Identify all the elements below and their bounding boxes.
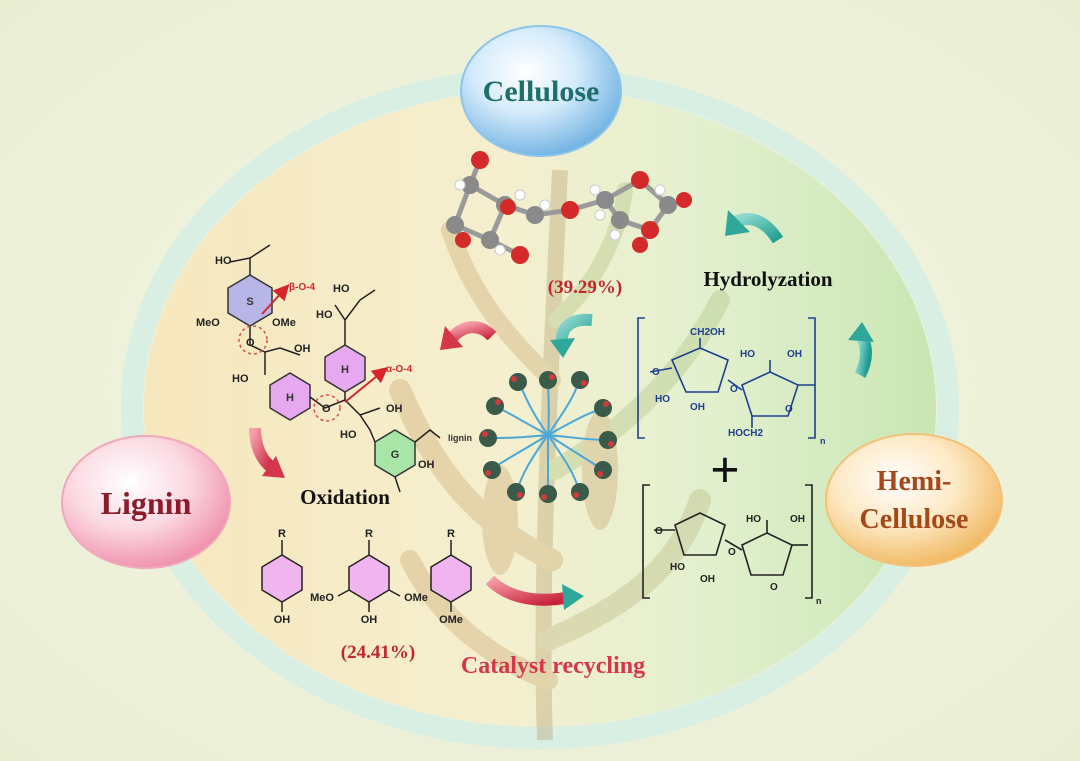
lignin-structure bbox=[227, 244, 441, 493]
teal-arrow-to-cellulose bbox=[550, 313, 593, 358]
main-oval bbox=[144, 90, 936, 726]
svg-text:MeO: MeO bbox=[310, 592, 334, 604]
svg-text:O: O bbox=[246, 337, 255, 349]
svg-text:S: S bbox=[246, 296, 253, 308]
svg-text:OMe: OMe bbox=[404, 592, 428, 604]
svg-text:n: n bbox=[820, 436, 826, 446]
svg-text:R: R bbox=[365, 528, 373, 540]
svg-text:HO: HO bbox=[340, 429, 357, 441]
catalyst-nanoparticle-cluster bbox=[479, 371, 617, 503]
svg-text:OH: OH bbox=[790, 514, 805, 525]
cellulose-bubble: Cellulose bbox=[460, 25, 622, 157]
svg-text:HO: HO bbox=[746, 514, 761, 525]
lignin-label: Lignin bbox=[101, 485, 192, 521]
svg-text:HO: HO bbox=[316, 309, 333, 321]
svg-text:O: O bbox=[728, 547, 736, 558]
hemi-label-line2: Cellulose bbox=[860, 504, 969, 535]
svg-text:OH: OH bbox=[690, 402, 705, 413]
svg-text:OH: OH bbox=[294, 343, 311, 355]
cellulose-label: Cellulose bbox=[483, 75, 600, 108]
svg-text:O: O bbox=[655, 526, 663, 537]
svg-text:OMe: OMe bbox=[439, 614, 463, 626]
svg-text:HO: HO bbox=[655, 394, 670, 405]
catalyst-recycling-label: Catalyst recycling bbox=[461, 653, 645, 679]
svg-text:MeO: MeO bbox=[196, 317, 220, 329]
svg-text:CH2OH: CH2OH bbox=[690, 327, 725, 338]
monomer-structures bbox=[261, 540, 472, 612]
svg-text:OMe: OMe bbox=[272, 317, 296, 329]
svg-text:O: O bbox=[730, 384, 738, 395]
svg-text:OH: OH bbox=[386, 403, 403, 415]
teal-arrow-to-lignin-curve bbox=[440, 321, 497, 350]
svg-text:HO: HO bbox=[333, 283, 350, 295]
svg-text:R: R bbox=[278, 528, 286, 540]
svg-text:OH: OH bbox=[787, 349, 802, 360]
monomer-labels: R OH R OH MeO OMe R OMe bbox=[274, 528, 463, 626]
svg-text:O: O bbox=[652, 367, 660, 378]
svg-text:β-O-4: β-O-4 bbox=[289, 282, 316, 293]
svg-text:HO: HO bbox=[740, 349, 755, 360]
lignin-structure-labels: S H H G β-O-4 α-O-4 lignin HO MeO OMe O … bbox=[196, 255, 472, 471]
svg-text:HOCH2: HOCH2 bbox=[728, 428, 763, 439]
teal-arrow-right bbox=[848, 322, 874, 378]
cellulose-molecule-model bbox=[446, 151, 692, 264]
svg-text:H: H bbox=[341, 364, 349, 376]
svg-text:R: R bbox=[447, 528, 455, 540]
svg-text:O: O bbox=[770, 582, 778, 593]
lignin-yield: (24.41%) bbox=[341, 642, 415, 663]
svg-text:α-O-4: α-O-4 bbox=[386, 364, 413, 375]
hemi-label-line1: Hemi- bbox=[877, 466, 952, 497]
svg-text:HO: HO bbox=[670, 562, 685, 573]
hemicellulose-repeat-unit bbox=[642, 484, 813, 599]
svg-text:OH: OH bbox=[700, 574, 715, 585]
plus-sign: + bbox=[710, 442, 740, 499]
hemicellulose-bubble: Hemi- Cellulose bbox=[825, 433, 1003, 567]
teal-arrow-top-right bbox=[725, 210, 784, 244]
svg-text:G: G bbox=[391, 449, 400, 461]
hemicellulose-repeat-labels: O HO OH O HO OH O n bbox=[655, 514, 822, 606]
oxidation-label: Oxidation bbox=[300, 485, 390, 509]
svg-text:n: n bbox=[816, 596, 822, 606]
svg-text:HO: HO bbox=[215, 255, 232, 267]
cellulose-repeat-labels: CH2OH O HO OH O HO OH O HOCH2 n bbox=[652, 327, 826, 446]
cellulose-yield: (39.29%) bbox=[548, 277, 622, 298]
cellulose-repeat-unit bbox=[637, 317, 816, 439]
svg-text:OH: OH bbox=[274, 614, 291, 626]
svg-text:H: H bbox=[286, 392, 294, 404]
lignin-bubble: Lignin bbox=[61, 435, 231, 569]
svg-text:O: O bbox=[785, 404, 793, 415]
svg-text:OH: OH bbox=[418, 459, 435, 471]
red-arrow-oxidation bbox=[249, 427, 285, 478]
hydrolyzation-label: Hydrolyzation bbox=[703, 267, 832, 291]
catalyst-recycling-arrow bbox=[485, 575, 584, 610]
svg-text:O: O bbox=[322, 403, 331, 415]
svg-text:lignin: lignin bbox=[448, 433, 472, 443]
svg-text:OH: OH bbox=[361, 614, 378, 626]
svg-text:HO: HO bbox=[232, 373, 249, 385]
